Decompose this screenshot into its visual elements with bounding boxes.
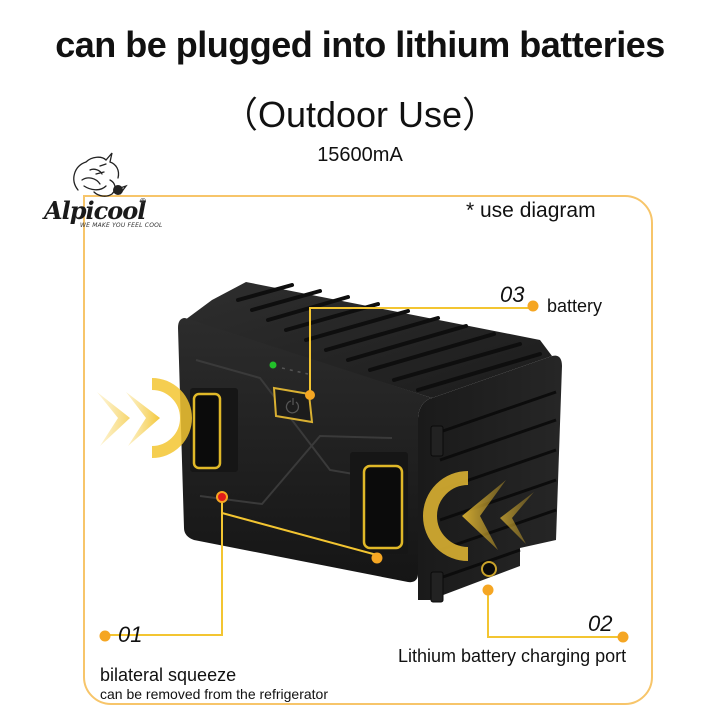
power-icon <box>285 400 300 414</box>
status-led-icon <box>269 361 277 369</box>
callout-01-number: 01 <box>118 622 143 647</box>
subheadline: （Outdoor Use） <box>221 94 499 135</box>
callout-03-label: battery <box>547 296 603 316</box>
callout-02-number: 02 <box>588 611 613 636</box>
callout-03-number: 03 <box>500 282 525 307</box>
capacity-label: 15600mA <box>317 144 403 166</box>
callout-01-label: bilateral squeeze <box>100 665 237 685</box>
headline: can be plugged into lithium batteries <box>55 24 665 65</box>
diagram-frame <box>83 195 653 705</box>
callout-01-sublabel: can be removed from the refrigerator <box>100 686 328 702</box>
brand-wordmark: Alpicool <box>44 196 146 225</box>
callout-02-label: Lithium battery charging port <box>398 646 627 666</box>
registered-mark: ® <box>139 197 147 206</box>
tiger-logo-icon <box>73 152 128 197</box>
brand-tagline: WE MAKE YOU FEEL COOL <box>80 222 163 229</box>
diagram-caption: * use diagram <box>466 199 596 222</box>
